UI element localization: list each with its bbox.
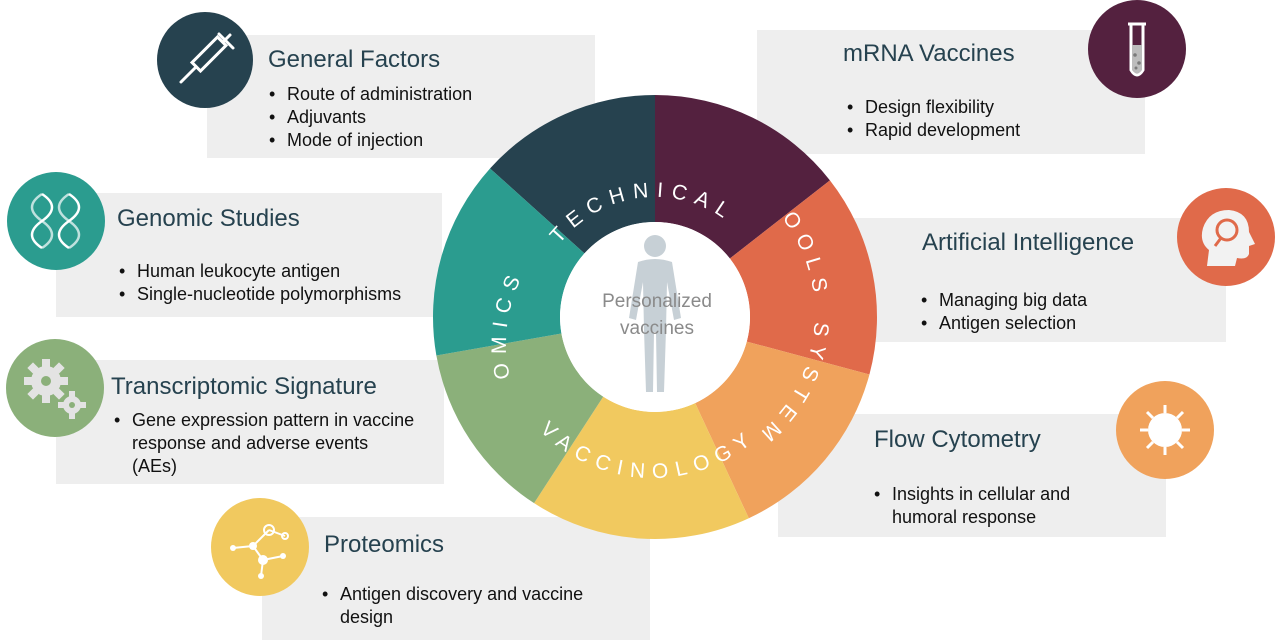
test-tube-circle <box>1088 0 1186 98</box>
list-item: Rapid development <box>847 119 1020 142</box>
list-item: Antigen selection <box>921 312 1087 335</box>
list-item: Design flexibility <box>847 96 1020 119</box>
network-circle <box>211 498 309 596</box>
dna-icon <box>30 192 81 250</box>
human-figure-icon <box>629 235 681 392</box>
dna-circle <box>7 172 105 270</box>
mrna-vaccines-title: mRNA Vaccines <box>843 40 1015 67</box>
test-tube-icon <box>1128 22 1146 77</box>
segment-mrna <box>655 95 830 259</box>
list-item: Gene expression pattern in vaccinerespon… <box>114 409 414 478</box>
list-item: Adjuvants <box>269 106 472 129</box>
general-factors-title: General Factors <box>268 46 441 73</box>
mrna-vaccines-list: Design flexibility Rapid development <box>847 96 1020 142</box>
transcriptomic-signature-list: Gene expression pattern in vaccinerespon… <box>114 409 414 478</box>
network-icon <box>230 524 289 579</box>
list-item: Route of administration <box>269 83 472 106</box>
head-search-circle <box>1177 188 1275 286</box>
transcriptomic-signature-title: Transcriptomic Signature <box>111 373 377 400</box>
segment-transcriptomic <box>436 333 604 504</box>
segment-genomic <box>433 168 585 356</box>
gears-icon <box>24 359 86 419</box>
segment-general-factors <box>490 95 655 254</box>
cell-icon <box>1140 405 1190 455</box>
general-factors-list: Route of administration Adjuvants Mode o… <box>269 83 472 152</box>
list-item: Single-nucleotide polymorphisms <box>119 283 401 306</box>
gears-circle <box>6 339 104 437</box>
genomic-studies-list: Human leukocyte antigen Single-nucleotid… <box>119 260 401 306</box>
artificial-intelligence-title: Artificial Intelligence <box>922 229 1135 256</box>
segment-ai <box>729 180 877 375</box>
flow-cytometry-title: Flow Cytometry <box>874 426 1041 453</box>
segment-proteomics <box>534 396 749 539</box>
genomic-studies-title: Genomic Studies <box>117 205 300 232</box>
center-label-line2: vaccines <box>620 318 694 339</box>
list-item: Managing big data <box>921 289 1087 312</box>
artificial-intelligence-list: Managing big data Antigen selection <box>921 289 1087 335</box>
center-label-line1: Personalized <box>602 291 712 312</box>
wheel-segments <box>433 95 877 539</box>
syringe-circle <box>157 12 253 108</box>
head-search-icon <box>1201 210 1255 266</box>
syringe-icon <box>179 32 235 84</box>
list-item: Mode of injection <box>269 129 472 152</box>
list-item: Human leukocyte antigen <box>119 260 401 283</box>
cell-circle <box>1116 381 1214 479</box>
proteomics-title: Proteomics <box>324 531 445 558</box>
segment-flow <box>695 341 870 519</box>
